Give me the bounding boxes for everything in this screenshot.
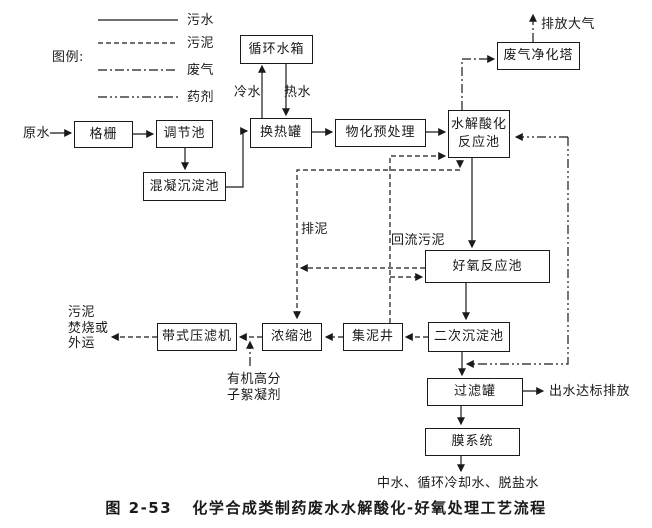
- legend-label-sludge: 污泥: [187, 36, 215, 51]
- node-waste-gas-purification-tower: 废气净化塔: [497, 42, 580, 70]
- label-product-water: 中水、循环冷却水、脱盐水: [377, 476, 540, 491]
- node-sludge-collection-well: 集泥井: [343, 323, 403, 351]
- legend-line-samples: [98, 19, 178, 98]
- label-return-sludge: 回流污泥: [391, 233, 446, 248]
- figure-caption: 图 2-53 化学合成类制药废水水解酸化-好氧处理工艺流程: [105, 499, 547, 517]
- edge-chemical-to-filterpipe: [465, 137, 569, 368]
- label-sludge-discharge: 排泥: [301, 222, 329, 237]
- label-organic-flocculant: 有机高分 子絮凝剂: [227, 372, 282, 403]
- node-secondary-sedimentation-tank: 二次沉淀池: [428, 322, 510, 352]
- node-regulating-tank: 调节池: [156, 120, 213, 148]
- edge-sludge-drain-to-thickener: [293, 169, 460, 320]
- label-cold-water: 冷水: [234, 85, 262, 100]
- node-hydrolysis-acidification-tank: 水解酸化 反应池: [448, 110, 510, 158]
- node-filter-tank: 过滤罐: [427, 378, 523, 406]
- label-effluent-discharge: 出水达标排放: [549, 384, 631, 399]
- wastewater-lines: [50, 64, 545, 473]
- node-membrane-system: 膜系统: [425, 428, 520, 456]
- edge-returnsludge-to-hydrolysis: [389, 152, 447, 323]
- legend-label-gas: 废气: [187, 63, 215, 78]
- node-belt-filter-press: 带式压滤机: [157, 323, 237, 351]
- node-thickening-tank: 浓缩池: [262, 323, 322, 351]
- chemical-lines: [246, 133, 569, 368]
- legend-title: 图例:: [52, 50, 84, 65]
- label-discharge-to-atmosphere: 排放大气: [541, 17, 596, 32]
- node-coagulation-sedimentation-tank: 混凝沉淀池: [143, 172, 226, 201]
- node-physicochemical-pretreatment: 物化预处理: [335, 119, 426, 147]
- node-bar-screen: 格栅: [74, 121, 133, 148]
- label-hot-water: 热水: [284, 85, 312, 100]
- node-circulating-water-tank: 循环水箱: [240, 35, 313, 64]
- legend-label-wastewater: 污水: [187, 13, 215, 28]
- sludge-lines: [110, 152, 464, 341]
- node-aerobic-reaction-tank: 好氧反应池: [425, 250, 550, 283]
- label-sludge-disposal: 污泥 焚烧或 外运: [68, 305, 109, 352]
- edge-hydrolysis-to-gastower: [461, 55, 496, 110]
- node-heat-exchange-tank: 换热罐: [250, 118, 312, 148]
- edge-coagulation-to-heatexchange: [226, 127, 249, 188]
- waste-gas-lines: [461, 13, 537, 110]
- label-raw-water: 原水: [23, 126, 51, 141]
- legend-label-chemical: 药剂: [187, 90, 215, 105]
